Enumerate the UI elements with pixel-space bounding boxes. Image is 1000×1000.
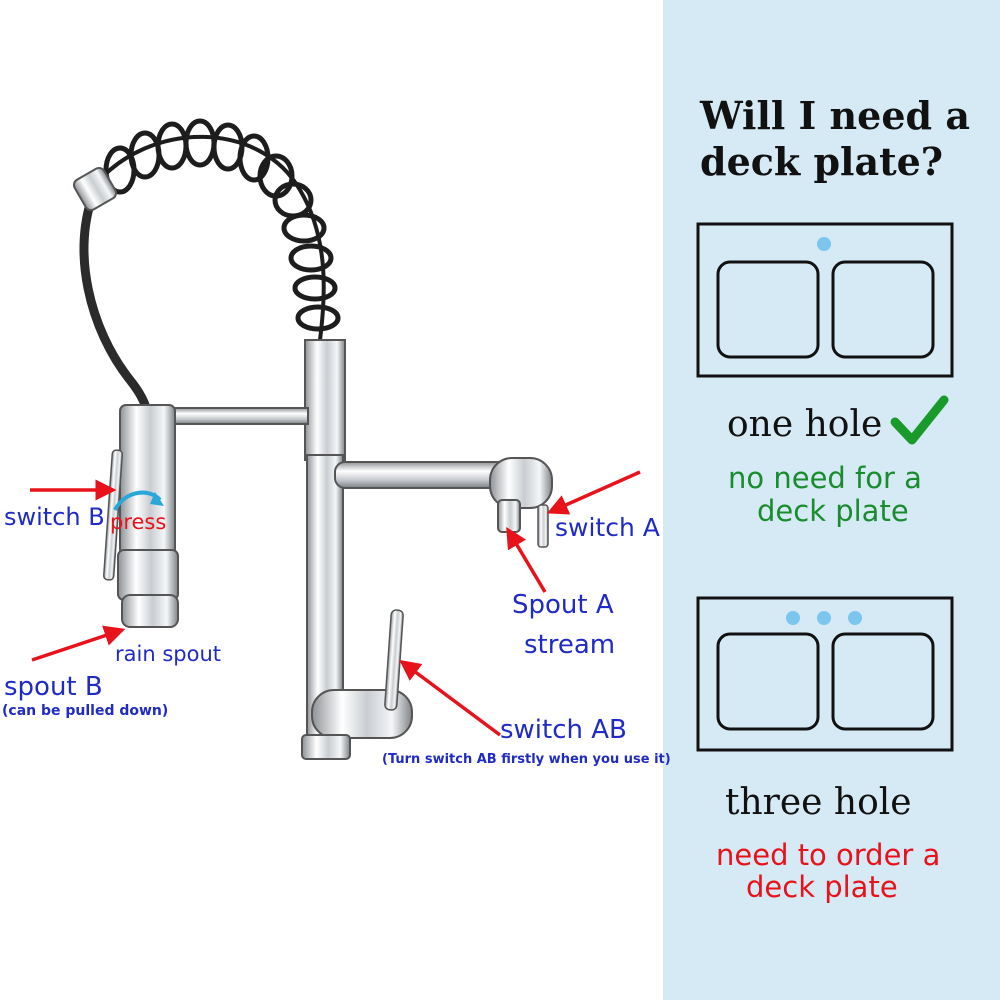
label-spout-b-note: (can be pulled down) [2, 703, 169, 719]
option2-label: three hole [725, 782, 912, 823]
check-icon [890, 395, 949, 445]
sink-one-hole [696, 222, 954, 378]
label-press: press [110, 510, 167, 534]
label-spout-a-line2: stream [524, 630, 616, 660]
pointer-arrows [30, 470, 641, 737]
label-switch-b: switch B [4, 503, 105, 531]
arrow-switch-a [546, 470, 641, 515]
label-switch-ab-note: (Turn switch AB firstly when you use it) [382, 752, 671, 767]
faucet-hole [848, 611, 862, 625]
switch-a-lever [537, 504, 549, 548]
arrow-spout-b [31, 625, 126, 662]
faucet-hole [817, 237, 831, 251]
faucet-column [304, 339, 346, 461]
holder-arm [159, 407, 309, 425]
label-spout-b: spout B [4, 672, 103, 702]
switch-b-lever [102, 449, 124, 581]
label-switch-a: switch A [555, 513, 660, 542]
pull-down-hose [79, 188, 153, 433]
option1-note-line2: deck plate [757, 494, 909, 528]
spout-a-nozzle [497, 499, 521, 533]
option1-label: one hole [727, 404, 883, 445]
option2-note-line1: need to order a [716, 838, 941, 872]
option2-note-line2: deck plate [746, 870, 898, 904]
label-rain-spout: rain spout [115, 642, 221, 666]
panel-title-line1: Will I need a [700, 93, 970, 138]
label-switch-ab: switch AB [500, 715, 627, 745]
arrow-switch-ab [399, 659, 502, 737]
panel-title-line2: deck plate? [700, 139, 944, 184]
base-collar [301, 734, 351, 760]
spout-a-arm [334, 461, 516, 489]
rain-spout-head [121, 594, 179, 628]
arrow-spout-a [506, 526, 547, 593]
option1-note-line1: no need for a [728, 461, 922, 495]
label-spout-a-line1: Spout A [512, 590, 614, 620]
faucet-hole [786, 611, 800, 625]
spout-b-lower [117, 549, 179, 601]
spray-head-cap [72, 166, 118, 212]
faucet-hole [817, 611, 831, 625]
sink-three-hole [696, 596, 954, 752]
deck-plate-panel [663, 0, 1000, 1000]
spring-loops [103, 118, 341, 332]
